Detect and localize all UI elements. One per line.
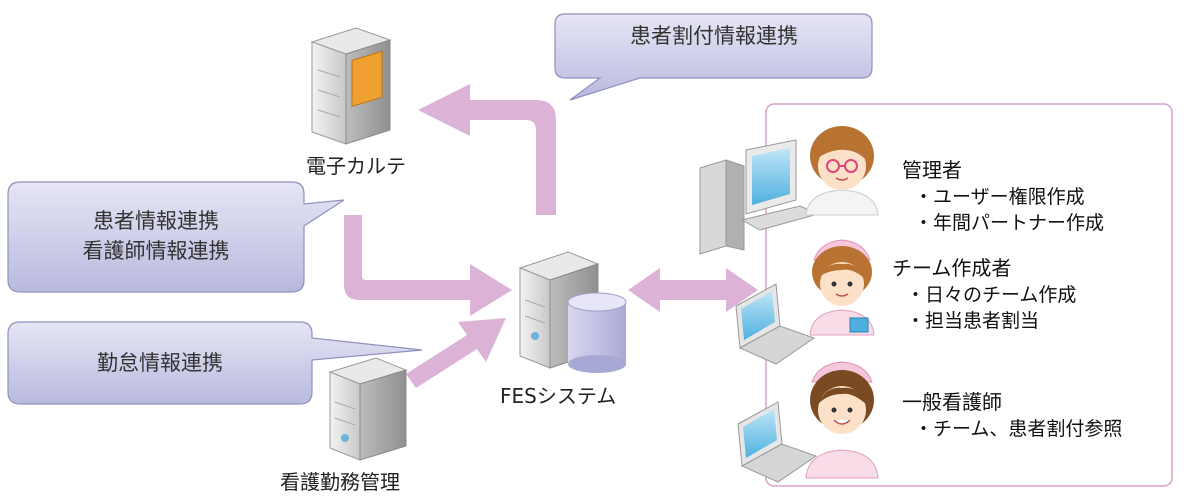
role-item: ・ユーザー権限作成 xyxy=(914,186,1085,208)
arrow-ehr-to-fes xyxy=(344,215,512,316)
fes-label: FESシステム xyxy=(500,384,617,408)
role-title: 管理者 xyxy=(902,158,962,182)
arrows xyxy=(344,84,758,388)
attendance-server-icon xyxy=(328,357,408,461)
role-item: ・日々のチーム作成 xyxy=(906,284,1077,306)
role-item: ・チーム、患者割付参照 xyxy=(914,418,1123,440)
laptop-icon xyxy=(735,283,816,365)
nurse-avatar-icon xyxy=(805,361,879,479)
ehr-label: 電子カルテ xyxy=(306,154,406,178)
manager-avatar-icon xyxy=(805,126,879,216)
arrow-attendance-to-fes xyxy=(406,318,506,388)
bubble-bottom-label: 勤怠情報連携 xyxy=(97,351,223,375)
role-item: ・年間パートナー作成 xyxy=(914,212,1105,234)
arrow-fes-to-ehr xyxy=(418,84,556,215)
ehr-server-icon xyxy=(310,27,392,145)
attendance-label: 看護勤務管理 xyxy=(280,470,400,494)
bubble-top-label: 患者割付情報連携 xyxy=(630,24,798,48)
arrow-fes-clients xyxy=(628,268,758,312)
desktop-computer-icon xyxy=(699,139,820,255)
database-icon xyxy=(567,292,627,373)
bubble-bottom xyxy=(7,321,423,405)
role-title: 一般看護師 xyxy=(902,390,1002,414)
bubble-left-label-1: 患者情報連携 xyxy=(93,209,219,233)
role-title: チーム作成者 xyxy=(892,256,1012,280)
bubble-left-label-2: 看護師情報連携 xyxy=(82,239,230,263)
bubble-top xyxy=(554,13,873,101)
bubble-left xyxy=(7,181,345,293)
role-item: ・担当患者割当 xyxy=(906,310,1040,332)
team-creator-avatar-icon xyxy=(809,239,875,336)
laptop-icon xyxy=(737,401,818,483)
